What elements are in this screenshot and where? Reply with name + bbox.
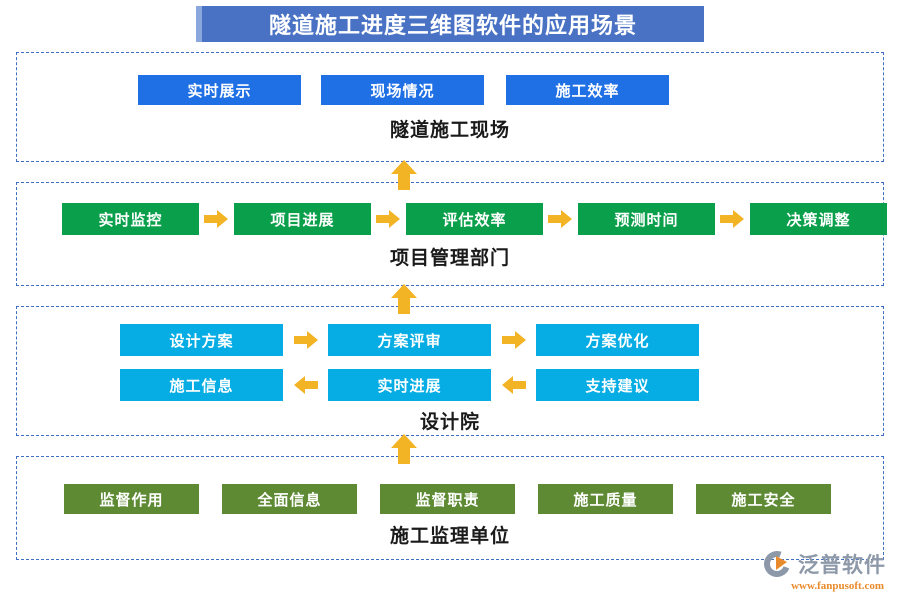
section-panel-super: 监督作用 全面信息 监督职责 施工质量 施工安全 施工监理单位 bbox=[16, 456, 884, 560]
node-box[interactable]: 施工信息 bbox=[120, 369, 283, 401]
node-box[interactable]: 施工安全 bbox=[696, 484, 831, 514]
connector-arrow-up-icon bbox=[391, 160, 417, 190]
page-title-banner: 隧道施工进度三维图软件的应用场景 bbox=[196, 6, 704, 42]
brand-name: 泛普软件 bbox=[798, 553, 886, 577]
node-box[interactable]: 现场情况 bbox=[321, 75, 484, 105]
node-box[interactable]: 方案优化 bbox=[536, 324, 699, 356]
node-box[interactable]: 实时进展 bbox=[328, 369, 491, 401]
node-box[interactable]: 设计方案 bbox=[120, 324, 283, 356]
node-box[interactable]: 全面信息 bbox=[222, 484, 357, 514]
fanpu-logo-icon bbox=[759, 546, 795, 582]
node-box[interactable]: 实时展示 bbox=[138, 75, 301, 105]
arrow-left-icon bbox=[502, 376, 526, 394]
section-panel-design: 设计方案 方案评审 方案优化 施工信息 实时进展 支持建议 设计院 bbox=[16, 306, 884, 436]
section-label-pm: 项目管理部门 bbox=[389, 248, 510, 269]
section-label-super: 施工监理单位 bbox=[389, 526, 510, 547]
arrow-right-icon bbox=[720, 210, 744, 228]
section-label-design: 设计院 bbox=[419, 412, 480, 433]
arrow-right-icon bbox=[294, 331, 318, 349]
node-box[interactable]: 方案评审 bbox=[328, 324, 491, 356]
brand-logo-row: 泛普软件 bbox=[759, 546, 886, 582]
node-box[interactable]: 施工效率 bbox=[506, 75, 669, 105]
node-box[interactable]: 预测时间 bbox=[578, 203, 715, 235]
connector-arrow-up-icon bbox=[391, 434, 417, 464]
section-panel-pm: 实时监控 项目进展 评估效率 预测时间 决策调整 项目管理部门 bbox=[16, 182, 887, 286]
brand-url: www.fanpusoft.com bbox=[791, 580, 884, 592]
arrow-right-icon bbox=[548, 210, 572, 228]
node-box[interactable]: 施工质量 bbox=[538, 484, 673, 514]
arrow-right-icon bbox=[376, 210, 400, 228]
node-box[interactable]: 监督职责 bbox=[380, 484, 515, 514]
arrow-left-icon bbox=[294, 376, 318, 394]
node-box[interactable]: 实时监控 bbox=[62, 203, 199, 235]
node-box[interactable]: 支持建议 bbox=[536, 369, 699, 401]
node-box[interactable]: 评估效率 bbox=[406, 203, 543, 235]
arrow-right-icon bbox=[204, 210, 228, 228]
arrow-right-icon bbox=[502, 331, 526, 349]
section-panel-site: 实时展示 现场情况 施工效率 隧道施工现场 bbox=[16, 52, 884, 162]
section-label-site: 隧道施工现场 bbox=[389, 120, 510, 141]
connector-arrow-up-icon bbox=[391, 284, 417, 314]
node-box[interactable]: 决策调整 bbox=[750, 203, 887, 235]
page-title: 隧道施工进度三维图软件的应用场景 bbox=[268, 14, 637, 39]
node-box[interactable]: 监督作用 bbox=[64, 484, 199, 514]
node-box[interactable]: 项目进展 bbox=[234, 203, 371, 235]
brand-logo: 泛普软件 www.fanpusoft.com bbox=[759, 546, 886, 592]
